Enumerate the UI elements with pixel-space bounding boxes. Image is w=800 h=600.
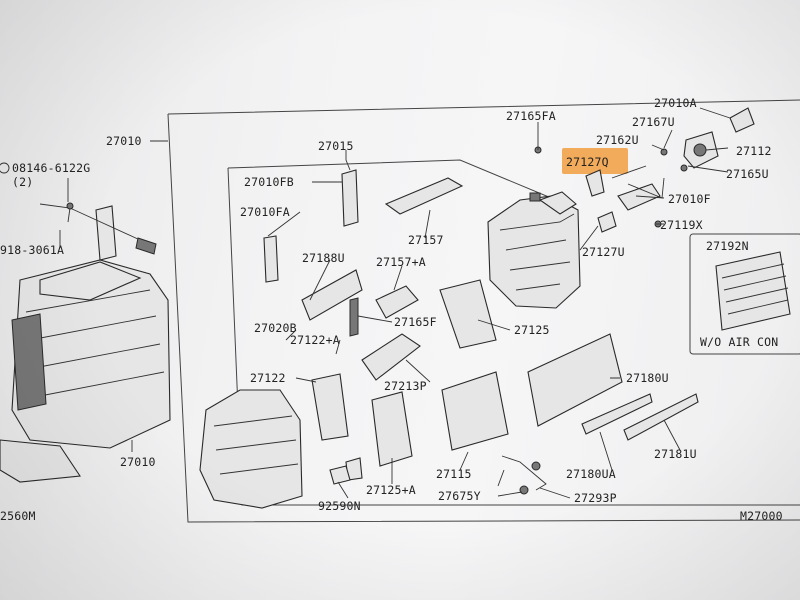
label-27157: 27157 [408,233,444,247]
label-27162U: 27162U [596,133,639,147]
label-08146-qty: (2) [12,175,33,189]
label-27127Q: 27127Q [566,155,609,169]
label-27188U: 27188U [302,251,345,265]
actuator-parts [534,107,755,233]
label-27213P: 27213P [384,379,427,393]
frame [150,99,800,523]
label-27010F: 27010F [668,192,711,206]
label-27115: 27115 [436,467,472,481]
figure-code: M27000 [740,509,783,523]
label-27122: 27122 [250,371,286,385]
label-27015: 27015 [318,139,354,153]
label-27010-mid: 27010 [120,455,156,469]
heater-core-inset [689,233,800,355]
label-27167U: 27167U [632,115,675,129]
label-27122A: 27122+A [290,333,340,347]
label-27181U: 27181U [654,447,697,461]
label-27293P: 27293P [574,491,617,505]
label-27127U: 27127U [582,245,625,259]
label-27165FA: 27165FA [506,109,556,123]
label-918: 918-3061A [0,243,64,257]
heater-unit-right [487,191,581,309]
label-27010-top: 27010 [106,134,142,148]
label-27675Y: 27675Y [438,489,481,503]
label-27010A: 27010A [654,96,697,110]
middle-parts [263,169,699,495]
label-27112: 27112 [736,144,772,158]
label-27010FB: 27010FB [244,175,294,189]
housing-assembly-left [0,202,171,483]
label-27165F: 27165F [394,315,437,329]
label-27125A: 27125+A [366,483,416,497]
label-2560M: 2560M [0,509,36,523]
label-aircon-note: W/O AIR CON [700,335,778,349]
label-08146: 08146-6122G [12,161,90,175]
label-27010FA: 27010FA [240,205,290,219]
leader-lines [59,107,731,499]
label-92590N: 92590N [318,499,361,513]
label-27157A: 27157+A [376,255,426,269]
label-27119X: 27119X [660,218,703,232]
label-27125: 27125 [514,323,550,337]
label-27192N: 27192N [706,239,749,253]
blower-case [199,373,363,509]
label-27165U: 27165U [726,167,769,181]
label-27180U: 27180U [626,371,669,385]
part-labels: 27010 27015 27165FA 27010A 27167U 27162U… [0,96,783,523]
label-27180UA: 27180UA [566,467,616,481]
label-27020B: 27020B [254,321,297,335]
highlight-marker [562,148,628,174]
